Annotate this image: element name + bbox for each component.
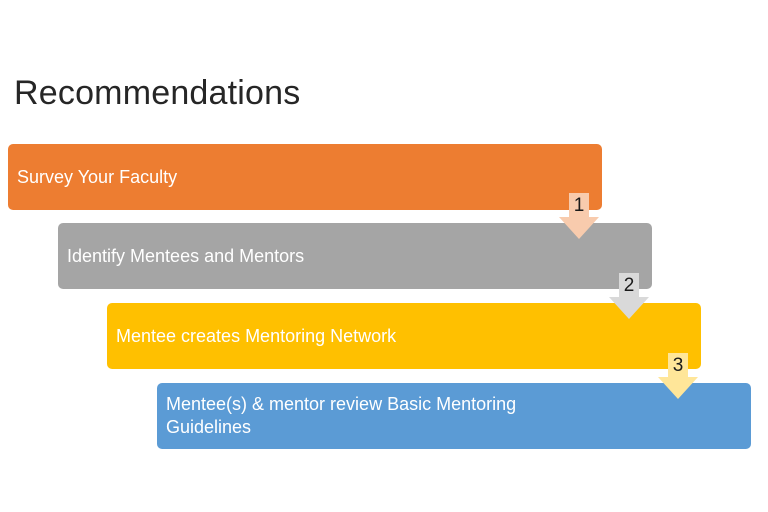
process-step-2: Identify Mentees and Mentors — [58, 223, 652, 289]
down-arrow-icon — [559, 193, 599, 239]
down-arrow-icon — [658, 353, 698, 399]
connector-number-1: 1 — [573, 195, 585, 216]
process-step-4-label: Mentee(s) & mentor review Basic Mentorin… — [166, 394, 517, 437]
process-step-1-label: Survey Your Faculty — [17, 166, 178, 187]
process-step-3: Mentee creates Mentoring Network — [107, 303, 701, 369]
connector-number-2: 2 — [623, 275, 635, 296]
process-step-4: Mentee(s) & mentor review Basic Mentorin… — [157, 383, 751, 449]
down-arrow-connector-3: 3 — [658, 353, 698, 399]
down-arrow-connector-1: 1 — [559, 193, 599, 239]
process-step-1: Survey Your Faculty — [8, 144, 602, 210]
down-arrow-icon — [609, 273, 649, 319]
connector-number-3: 3 — [672, 355, 684, 376]
down-arrow-connector-2: 2 — [609, 273, 649, 319]
slide-title: Recommendations — [14, 74, 301, 112]
process-step-2-label: Identify Mentees and Mentors — [67, 245, 305, 266]
process-step-3-label: Mentee creates Mentoring Network — [116, 325, 397, 346]
